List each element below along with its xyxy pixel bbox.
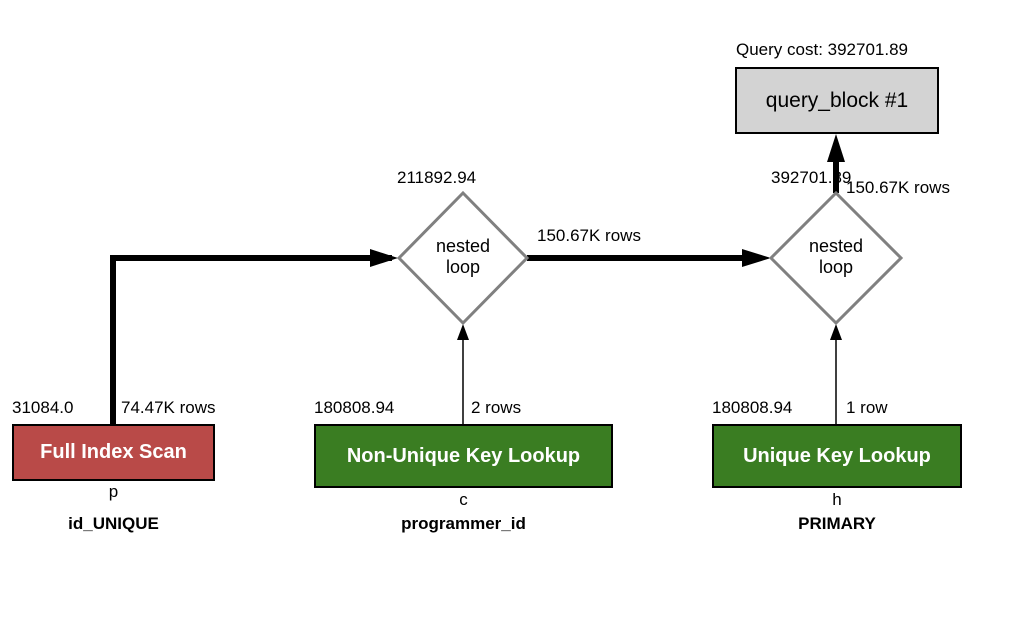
nested-loop-2-label-line2: loop: [818, 257, 854, 277]
edge-arrowhead-nested-loop-1: [370, 249, 398, 267]
edge-arrowhead-query-block: [827, 134, 845, 162]
full-index-scan-rows: 74.47K rows: [121, 398, 216, 417]
unique-lookup-table: h: [832, 490, 842, 509]
full-index-scan-table: p: [108, 482, 119, 501]
nested-loop-1-output-rows: 150.67K rows: [537, 226, 641, 245]
query-block-label: query_block #1: [765, 88, 909, 112]
full-index-scan-node[interactable]: Full Index Scan: [12, 424, 215, 481]
non-unique-lookup-node[interactable]: Non-Unique Key Lookup: [314, 424, 613, 488]
full-index-scan-key: id_UNIQUE: [68, 514, 159, 533]
nested-loop-1-cost: 211892.94: [397, 168, 477, 187]
full-index-scan-label: Full Index Scan: [40, 441, 187, 463]
unique-lookup-rows: 1 row: [846, 398, 888, 417]
nested-loop-2-label-line1: nested: [808, 236, 864, 256]
nested-loop-2-output-rows: 150.67K rows: [846, 178, 950, 197]
non-unique-lookup-label: Non-Unique Key Lookup: [346, 444, 581, 467]
nested-loop-1-label-line2: loop: [445, 257, 481, 277]
unique-lookup-node[interactable]: Unique Key Lookup: [712, 424, 962, 488]
nested-loop-2-label: nested loop: [791, 236, 881, 278]
nested-loop-1-diamond[interactable]: [396, 190, 530, 326]
non-unique-lookup-cost: 180808.94: [314, 398, 395, 417]
edge-arrowhead-nested-loop-1-bottom: [457, 324, 469, 340]
full-index-scan-cost: 31084.0: [12, 398, 74, 417]
edge-arrowhead-nested-loop-2: [742, 249, 771, 267]
unique-lookup-label: Unique Key Lookup: [743, 444, 931, 467]
edge-arrowhead-nested-loop-2-bottom: [830, 324, 842, 340]
non-unique-lookup-rows: 2 rows: [471, 398, 522, 417]
nested-loop-2-cost: 392701.89: [771, 168, 852, 187]
nested-loop-2-diamond[interactable]: [768, 190, 904, 326]
unique-lookup-key: PRIMARY: [798, 514, 876, 533]
query-cost-label: Query cost: 392701.89: [736, 40, 909, 59]
non-unique-lookup-key: programmer_id: [401, 514, 526, 533]
nested-loop-1-label: nested loop: [418, 236, 508, 278]
unique-lookup-cost: 180808.94: [712, 398, 793, 417]
nested-loop-1-label-line1: nested: [435, 236, 491, 256]
edge-full-scan-to-nested-loop-1: [110, 255, 392, 425]
non-unique-lookup-table: c: [459, 490, 468, 509]
query-block-node[interactable]: query_block #1: [735, 67, 939, 134]
